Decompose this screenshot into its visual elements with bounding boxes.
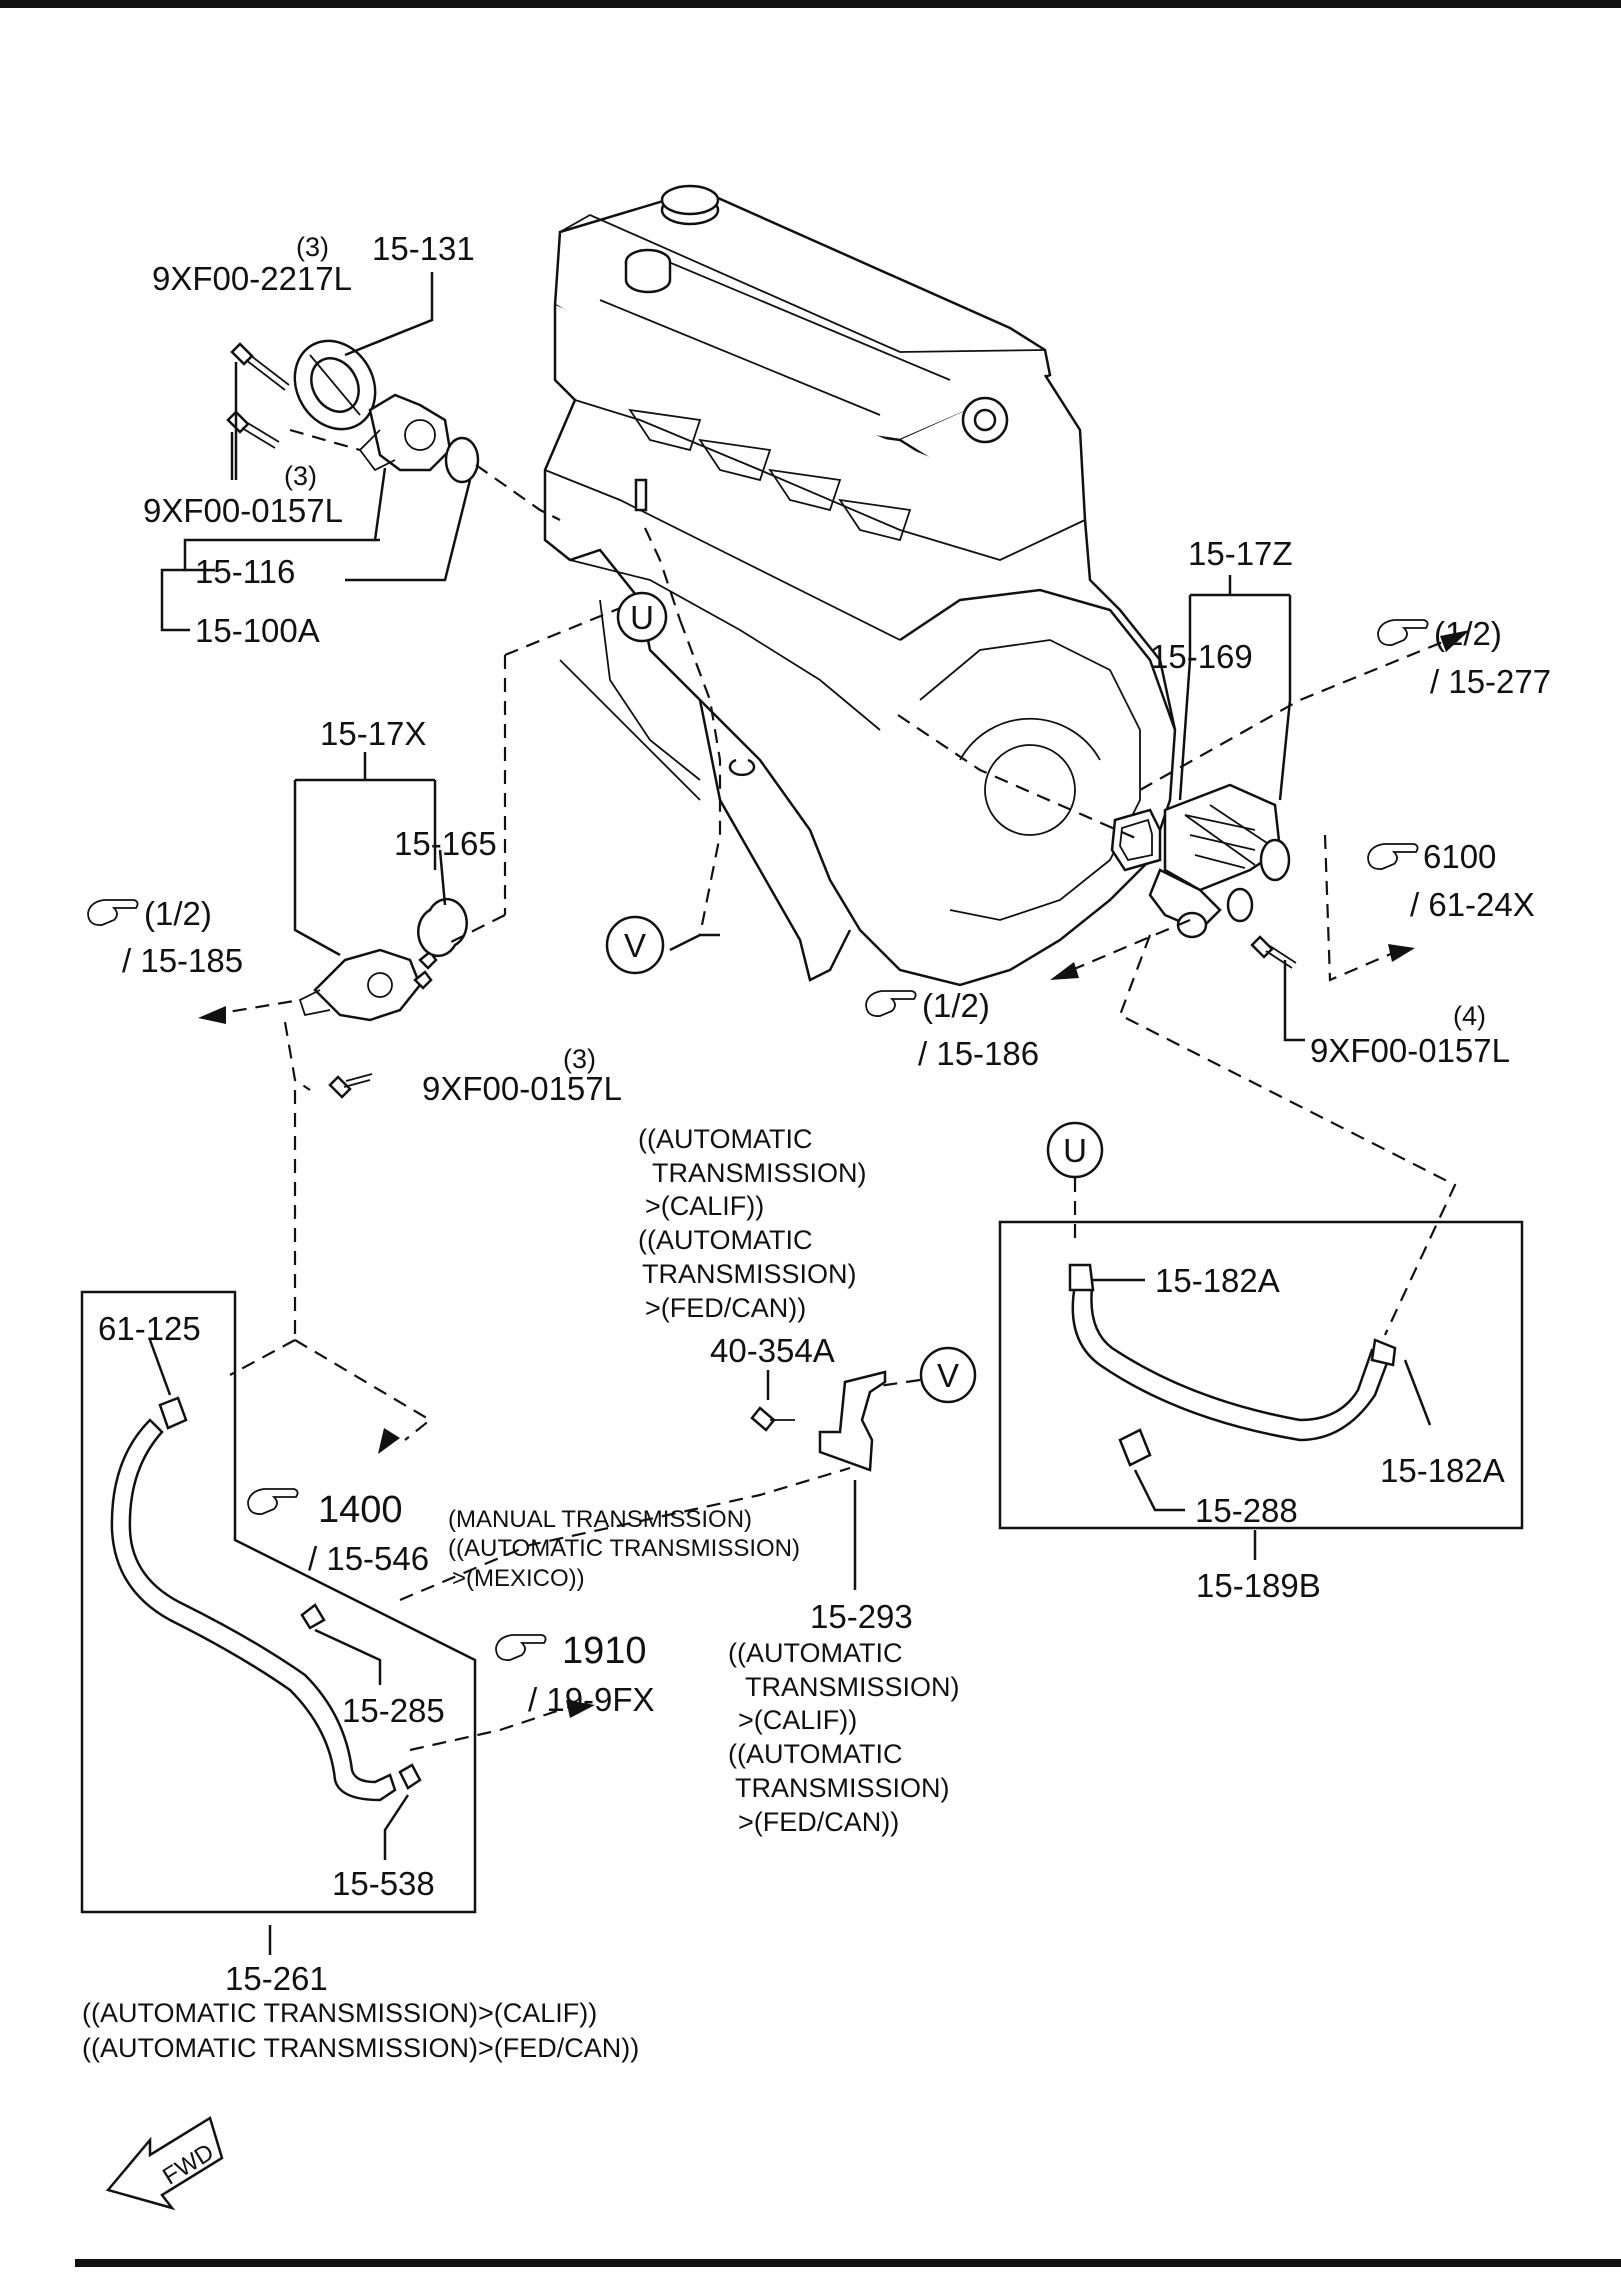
leader-lines [148,272,1432,1955]
pointing-hand-icon [1377,619,1429,646]
reference-figure: / 15-185 [122,942,243,979]
pointing-hand-icon [247,1488,299,1515]
part-number-9XF00-0157L: 9XF00-0157L [1310,1032,1510,1069]
transmission-note: (MANUAL TRANSMISSION) [448,1506,752,1533]
reference-figure: / 61-24X [1410,886,1535,923]
part-number-61-125: 61-125 [98,1310,201,1347]
bracket-15-293 [750,1370,887,1472]
engine-block [543,184,1177,987]
pointing-hand-icon [87,899,139,926]
top-border [0,0,1621,8]
svg-text:TRANSMISSION): TRANSMISSION) [642,1259,857,1289]
part-number-15-285: 15-285 [342,1692,445,1729]
part-number-15-538: 15-538 [332,1865,435,1902]
transmission-note-top: ((AUTOMATIC TRANSMISSION) >(CALIF)) ((AU… [638,1124,867,1323]
callout-circle-u-engine: U [616,591,668,643]
reference-page: 6100 [1423,838,1496,875]
svg-text:>(FED/CAN)): >(FED/CAN)) [645,1293,806,1323]
callout-circle-v-bracket: V [919,1346,977,1404]
svg-text:V: V [624,927,646,964]
svg-text:((AUTOMATIC TRANSMISSION)>(CAL: ((AUTOMATIC TRANSMISSION)>(CALIF)) [82,1998,597,2028]
thermostat-housing-left [298,897,468,1099]
transmission-note-15-261: ((AUTOMATIC TRANSMISSION)>(CALIF)) ((AUT… [82,1998,639,2063]
hose-15-261 [110,1396,422,1802]
svg-text:((AUTOMATIC: ((AUTOMATIC [728,1638,903,1668]
qty-label: (3) [563,1044,596,1074]
svg-text:V: V [937,1357,959,1394]
part-number-15-169: 15-169 [1150,638,1253,675]
svg-text:U: U [1063,1132,1087,1169]
reference-figure: / 15-277 [1430,663,1551,700]
hose-kit-box-15-189B [998,1220,1524,1530]
svg-text:>(FED/CAN)): >(FED/CAN)) [738,1807,899,1837]
reference-page: (1/2) [144,895,212,932]
svg-text:>(CALIF)): >(CALIF)) [738,1705,857,1735]
hose-15-189B [1068,1263,1397,1467]
pointing-hand-icon [865,990,917,1017]
part-number-9XF00-0157L: 9XF00-0157L [422,1070,622,1107]
part-number-15-116: 15-116 [195,553,295,590]
pointing-hand-icon [495,1634,547,1661]
part-number-15-182A: 15-182A [1155,1262,1280,1299]
thermostat-housing-right [1110,783,1297,969]
svg-text:TRANSMISSION): TRANSMISSION) [735,1773,950,1803]
part-number-15-293: 15-293 [810,1598,913,1635]
part-number-15-100A: 15-100A [195,612,320,649]
bottom-border [75,2259,1621,2267]
reference-page: 1400 [318,1489,403,1531]
part-number-15-17Z: 15-17Z [1188,535,1293,572]
reference-page: 1910 [562,1630,647,1672]
transmission-note: >(MEXICO)) [452,1565,585,1592]
qty-label: (4) [1453,1001,1486,1031]
callout-circle-v-engine: V [605,915,665,975]
part-number-15-182A: 15-182A [1380,1452,1505,1489]
part-number-9XF00-2217L: 9XF00-2217L [152,260,352,297]
part-number-15-17X: 15-17X [320,715,426,752]
part-number-15-131: 15-131 [372,230,475,267]
reference-figure: / 15-186 [918,1035,1039,1072]
reference-figure: / 19-9FX [528,1681,655,1718]
part-number-15-261: 15-261 [225,1960,328,1997]
reference-figure: / 15-546 [308,1540,429,1577]
part-number-15-165: 15-165 [394,825,497,862]
part-number-15-288: 15-288 [1195,1492,1298,1529]
svg-text:U: U [630,599,654,636]
svg-text:>(CALIF)): >(CALIF)) [645,1191,764,1221]
transmission-note-15-293: ((AUTOMATIC TRANSMISSION) >(CALIF)) ((AU… [728,1638,960,1837]
callout-circle-u-kit: U [1046,1121,1104,1179]
pulley-group [226,339,480,484]
svg-text:((AUTOMATIC: ((AUTOMATIC [638,1225,813,1255]
connection-lines [209,428,1461,1752]
arrowheads [198,630,1470,1718]
pointing-hand-icon [1367,843,1419,870]
transmission-note: ((AUTOMATIC TRANSMISSION) [448,1535,800,1562]
svg-text:TRANSMISSION): TRANSMISSION) [652,1158,867,1188]
reference-page: (1/2) [1434,615,1502,652]
svg-text:((AUTOMATIC: ((AUTOMATIC [638,1124,813,1154]
qty-label: (3) [296,232,329,262]
qty-label: (3) [284,461,317,491]
fwd-arrow-icon: FWD [105,2116,224,2211]
part-number-15-189B: 15-189B [1196,1567,1321,1604]
hose-kit-box-15-261 [80,1290,477,1914]
reference-page: (1/2) [922,987,990,1024]
svg-text:TRANSMISSION): TRANSMISSION) [745,1672,960,1702]
svg-text:((AUTOMATIC TRANSMISSION)>(FED: ((AUTOMATIC TRANSMISSION)>(FED/CAN)) [82,2033,639,2063]
part-number-9XF00-0157L: 9XF00-0157L [143,492,343,529]
part-number-40-354A: 40-354A [710,1332,835,1369]
svg-text:((AUTOMATIC: ((AUTOMATIC [728,1739,903,1769]
part-labels: (3) 9XF00-2217L 15-131 (3) 9XF00-0157L 1… [98,230,1551,1997]
